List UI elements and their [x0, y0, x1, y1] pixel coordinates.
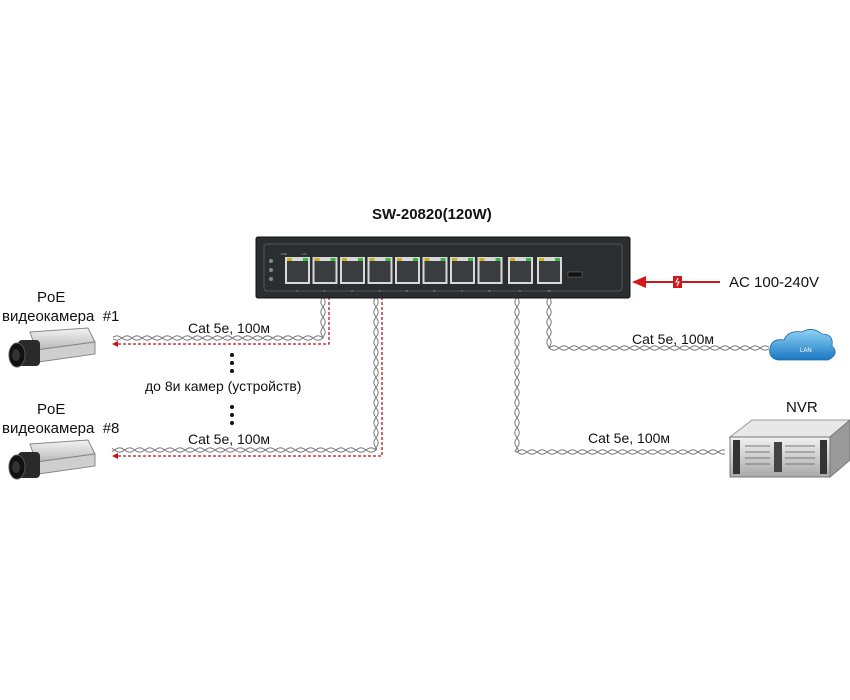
power-label: AC 100-240V [729, 274, 820, 291]
ellipsis-dots [230, 353, 234, 425]
port-number: 5 [406, 289, 408, 293]
port-number: 9 [519, 289, 521, 293]
switch-ports: 1 2 3 4 5 6 7 8 9 10 PoE L/A [281, 252, 562, 293]
nvr-cable: Cat 5e, 100м [588, 430, 671, 446]
port-3: 3 [340, 257, 365, 293]
camera-1 [8, 327, 96, 368]
port-6: 6 [422, 257, 448, 293]
port-2: 2 [312, 257, 338, 293]
port-number: 6 [434, 289, 436, 293]
port-number: 7 [461, 289, 463, 293]
switch-model: SW-20820(120W) [372, 206, 492, 223]
camera-8-line1: PoE [37, 401, 66, 418]
port-number: 2 [324, 289, 326, 293]
port-number: 3 [351, 289, 353, 293]
camera-1-cable: Cat 5e, 100м [188, 320, 271, 336]
power-arrow [632, 276, 720, 288]
port-4: 4 [367, 257, 393, 293]
port-9: 9 [508, 257, 533, 293]
cable-camera-8 [111, 296, 379, 453]
poe-switch: 1 2 3 4 5 6 7 8 9 10 PoE L/A [255, 236, 631, 299]
camera-1-line2: видеокамера #1 [2, 308, 120, 325]
lan-label: LAN [800, 348, 812, 354]
camera-1-line1: PoE [37, 289, 66, 306]
cable-nvr [514, 296, 726, 455]
cable-camera-1 [112, 296, 326, 341]
camera-8-cable: Cat 5e, 100м [188, 431, 271, 447]
port-number: 4 [379, 289, 381, 293]
port-7: 7 [450, 257, 475, 293]
led-label-link: L/A [302, 252, 307, 256]
cables [111, 296, 770, 459]
port-number: 8 [489, 289, 491, 293]
camera-note: до 8и камер (устройств) [145, 378, 302, 394]
port-number: 1 [296, 289, 298, 293]
port-number: 10 [547, 289, 551, 293]
camera-8 [8, 439, 96, 480]
port-5: 5 [395, 257, 420, 293]
lan-cloud: LAN [769, 329, 836, 361]
nvr-label: NVR [786, 399, 818, 416]
port-10: 10 [537, 257, 562, 293]
camera-8-line2: видеокамера #8 [2, 420, 120, 437]
port-8: 8 [477, 257, 503, 293]
poe-power-line-8 [118, 297, 383, 457]
cable-lan [546, 296, 770, 351]
lan-cable: Cat 5e, 100м [632, 331, 715, 347]
nvr-server [728, 419, 850, 479]
port-1: 1 [285, 257, 310, 293]
poe-power-line-1 [118, 297, 330, 345]
led-label-poe: PoE [281, 252, 287, 256]
